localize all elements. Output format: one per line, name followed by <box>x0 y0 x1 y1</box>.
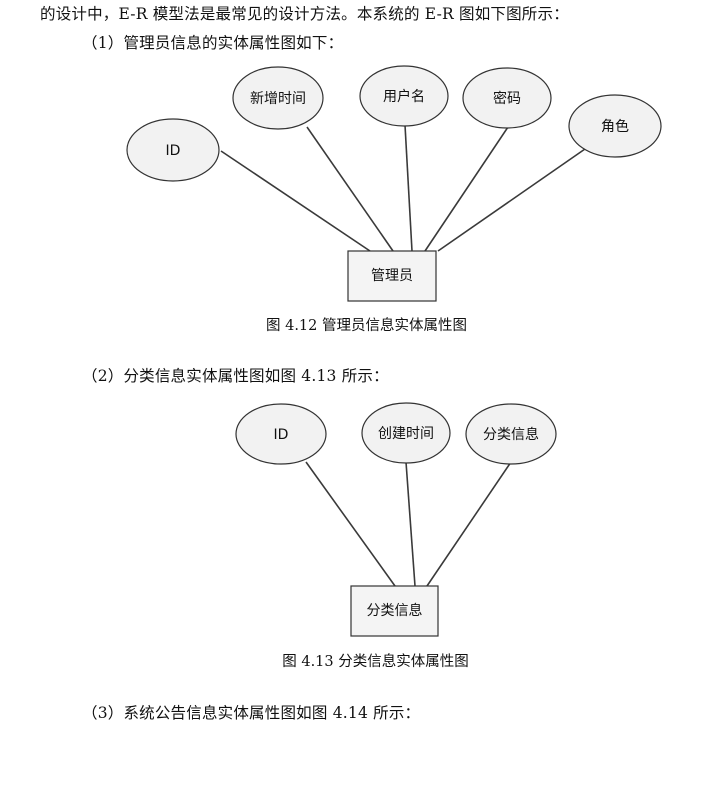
edge-admin-password <box>424 126 509 252</box>
attr-admin-username: 用户名 <box>359 65 449 127</box>
entity-admin-label: 管理员 <box>371 268 413 284</box>
edge-admin-username <box>404 124 413 252</box>
intro-paragraph: 的设计中，E-R 模型法是最常见的设计方法。本系统的 E-R 图如下图所示： <box>40 5 569 23</box>
attr-admin-created-time: 新增时间 <box>232 66 324 130</box>
section-1-heading: （1）管理员信息的实体属性图如下： <box>82 34 344 52</box>
attr-admin-username-label: 用户名 <box>383 88 425 105</box>
section-3-heading: （3）系统公告信息实体属性图如图 4.14 所示： <box>82 704 421 722</box>
attr-admin-created-time-label: 新增时间 <box>250 91 306 107</box>
edge-category-created-time <box>405 461 416 587</box>
attr-admin-role-label: 角色 <box>601 118 629 135</box>
attr-category-id-label: ID <box>274 427 289 443</box>
figure-4-13-caption: 图 4.13 分类信息实体属性图 <box>282 654 469 670</box>
attr-category-name: 分类信息 <box>465 403 557 465</box>
attr-admin-password: 密码 <box>462 67 552 129</box>
attr-admin-password-label: 密码 <box>493 90 521 107</box>
figure-4-12-caption: 图 4.12 管理员信息实体属性图 <box>265 318 467 334</box>
entity-category-label: 分类信息 <box>367 602 423 619</box>
entity-admin: 管理员 <box>347 250 437 302</box>
attr-admin-id: ID <box>126 118 220 182</box>
edge-category-id <box>305 461 396 587</box>
edge-admin-created-time <box>306 126 394 252</box>
attr-category-created-time-label: 创建时间 <box>378 426 434 442</box>
admin-er-diagram: ID 新增时间 用户名 密码 角色 管理员 <box>126 65 662 302</box>
attr-category-id: ID <box>235 403 327 465</box>
entity-category: 分类信息 <box>350 585 439 637</box>
attr-category-created-time: 创建时间 <box>361 402 451 464</box>
attr-admin-role: 角色 <box>568 94 662 158</box>
section-2-heading: （2）分类信息实体属性图如图 4.13 所示： <box>82 367 389 385</box>
edge-admin-id <box>220 150 371 252</box>
category-er-diagram: ID 创建时间 分类信息 分类信息 <box>235 402 557 637</box>
edge-admin-role <box>437 148 586 252</box>
attr-category-name-label: 分类信息 <box>483 426 539 443</box>
edge-category-name <box>426 461 512 587</box>
attr-admin-id-label: ID <box>166 143 181 159</box>
